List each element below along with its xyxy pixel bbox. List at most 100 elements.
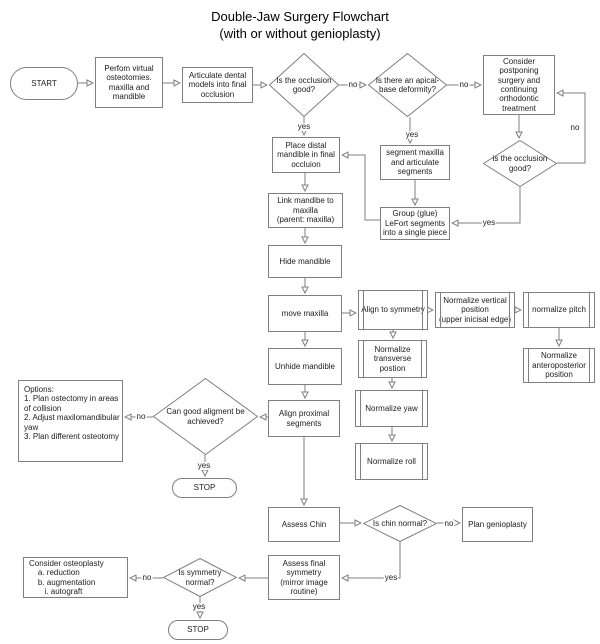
normalize-yaw-subroutine-label: Normalize yaw [365,403,418,413]
assess-final-symmetry-box: Assess final symmetry (mirror image rout… [268,555,340,600]
normalize-anteroposterior-subroutine-label: Normalize anteroposterior position [532,351,586,380]
normalize-pitch-subroutine: normalize pitch [523,292,595,328]
flow-arrow [342,155,380,221]
diamond-shape [363,505,437,542]
edge-label-yes: yes [196,461,212,470]
assess-chin-box-label: Assess Chin [281,519,327,529]
subroutine-sidebar [363,341,364,377]
subroutine-sidebar [528,349,529,382]
diamond-shape [163,558,237,597]
edge-label-yes: yes [404,130,420,139]
assess-final-symmetry-box-label: Assess final symmetry (mirror image rout… [280,558,328,596]
normalize-vertical-position-subroutine-label: Normalize vertical position (upper inici… [438,295,512,324]
align-to-symmetry-subroutine: Align to symmetry [358,290,428,330]
occlusion-good-decision-2-label: is the occlusion good? [492,154,548,173]
articulate-dental-models-box: Articulate dental models into final occl… [182,67,253,103]
link-mandible-to-maxilla-box: Link mandibe to maxilla (parent: maxilla… [268,193,343,228]
chin-normal-decision: Is chin normal? [363,505,437,542]
start-terminator: START [10,67,78,100]
edge-label-no: no [443,519,455,528]
normalize-roll-subroutine-label: Normalize roll [367,456,416,466]
subroutine-sidebar [422,391,423,426]
stop-terminator-2-label: STOP [187,625,209,635]
move-maxilla-box: move maxilla [268,295,342,332]
edge-label-yes: yes [383,573,399,582]
edge-label-yes: yes [191,602,207,611]
good-alignment-decision-label: Can good aligment be achieved? [166,407,245,426]
apical-base-deformity-decision: Is there an apical- base deformity? [368,53,447,117]
assess-chin-box: Assess Chin [268,507,340,542]
subroutine-sidebar [589,349,590,382]
subroutine-sidebar [360,444,361,479]
edge-label-yes: yes [296,122,312,131]
symmetry-normal-decision: Is symmetry normal? [163,558,237,597]
group-glue-lefort-box: Group (glue) LeFort segments into a sing… [380,207,450,240]
hide-mandible-box: Hide mandible [268,245,342,278]
articulate-dental-models-box-label: Articulate dental models into final occl… [188,70,247,99]
stop-terminator-2: STOP [168,620,228,640]
apical-base-deformity-decision-label: Is there an apical- base deformity? [375,75,440,94]
normalize-transverse-subroutine: Normalize transverse postion [358,340,427,378]
diamond-shape [483,140,557,187]
align-to-symmetry-subroutine-label: Align to symmetry [361,305,425,315]
occlusion-good-decision-1-label: Is the occlusion good? [276,75,332,94]
subroutine-sidebar [422,444,423,479]
normalize-anteroposterior-subroutine: Normalize anteroposterior position [523,348,595,383]
subroutine-sidebar [440,293,441,327]
chin-normal-decision-label: Is chin normal? [372,518,428,528]
segment-maxilla-box: segment maxilla and articulate segments [380,145,450,180]
consider-postponing-box-label: Consider postponing surgery and continui… [497,56,541,113]
good-alignment-decision: Can good aligment be achieved? [153,378,258,455]
align-proximal-segments-box-label: Align proximal segments [278,409,330,428]
stop-terminator-1-label: STOP [193,483,216,493]
diamond-shape [153,378,258,455]
flow-arrow [452,187,521,223]
segment-maxilla-box-label: segment maxilla and articulate segments [386,148,444,177]
edge-label-no: no [141,573,153,582]
options-box: Options: 1. Plan ostectomy in areas of c… [18,380,123,462]
subroutine-sidebar [528,293,529,327]
link-mandible-to-maxilla-box-label: Link mandibe to maxilla (parent: maxilla… [276,196,335,225]
normalize-yaw-subroutine: Normalize yaw [355,390,428,427]
edge-label-no: no [569,123,581,132]
subroutine-sidebar [589,293,590,327]
perform-virtual-osteotomies-box-label: Perfom virtual osteotomies. maxilla and … [104,63,154,101]
move-maxilla-box-label: move maxilla [281,308,329,318]
perform-virtual-osteotomies-box: Perfom virtual osteotomies. maxilla and … [95,57,163,108]
unhide-mandible-box: Unhide mandible [268,348,342,385]
normalize-roll-subroutine: Normalize roll [355,443,428,480]
subroutine-sidebar [363,291,364,329]
occlusion-good-decision-1: Is the occlusion good? [269,53,339,117]
normalize-transverse-subroutine-label: Normalize transverse postion [373,344,412,373]
diamond-shape [269,53,339,117]
edge-label-no: no [347,80,359,89]
normalize-pitch-subroutine-label: normalize pitch [532,305,586,315]
edge-label-no: no [135,412,147,421]
flowchart-title-line1: Double-Jaw Surgery Flowchart [211,9,389,24]
normalize-vertical-position-subroutine: Normalize vertical position (upper inici… [435,292,515,328]
flow-arrow [342,542,401,578]
unhide-mandible-box-label: Unhide mandible [274,361,336,371]
align-proximal-segments-box: Align proximal segments [268,400,340,437]
edge-label-no: no [458,80,470,89]
subroutine-sidebar [509,293,510,327]
flowchart-title-line2: (with or without genioplasty) [219,25,381,41]
subroutine-sidebar [422,291,423,329]
edge-label-yes: yes [481,218,497,227]
place-distal-mandible-box: Place distal mandible in final occluion [272,137,340,173]
symmetry-normal-decision-label: Is symmetry normal? [178,568,222,587]
flow-arrow [557,93,586,164]
options-box-label: Options: 1. Plan ostectomy in areas of c… [24,385,120,442]
plan-genioplasty-box: Plan genioplasty [462,507,533,542]
diamond-shape [368,53,447,117]
subroutine-sidebar [360,391,361,426]
subroutine-sidebar [421,341,422,377]
consider-osteoplasty-box-label: Consider osteoplasty a. reduction b. aug… [29,558,104,596]
consider-osteoplasty-box: Consider osteoplasty a. reduction b. aug… [23,557,128,598]
group-glue-lefort-box-label: Group (glue) LeFort segments into a sing… [382,209,448,238]
start-terminator-label: START [31,78,57,88]
place-distal-mandible-box-label: Place distal mandible in final occluion [277,140,335,169]
hide-mandible-box-label: Hide mandible [279,256,331,266]
plan-genioplasty-box-label: Plan genioplasty [468,519,527,529]
